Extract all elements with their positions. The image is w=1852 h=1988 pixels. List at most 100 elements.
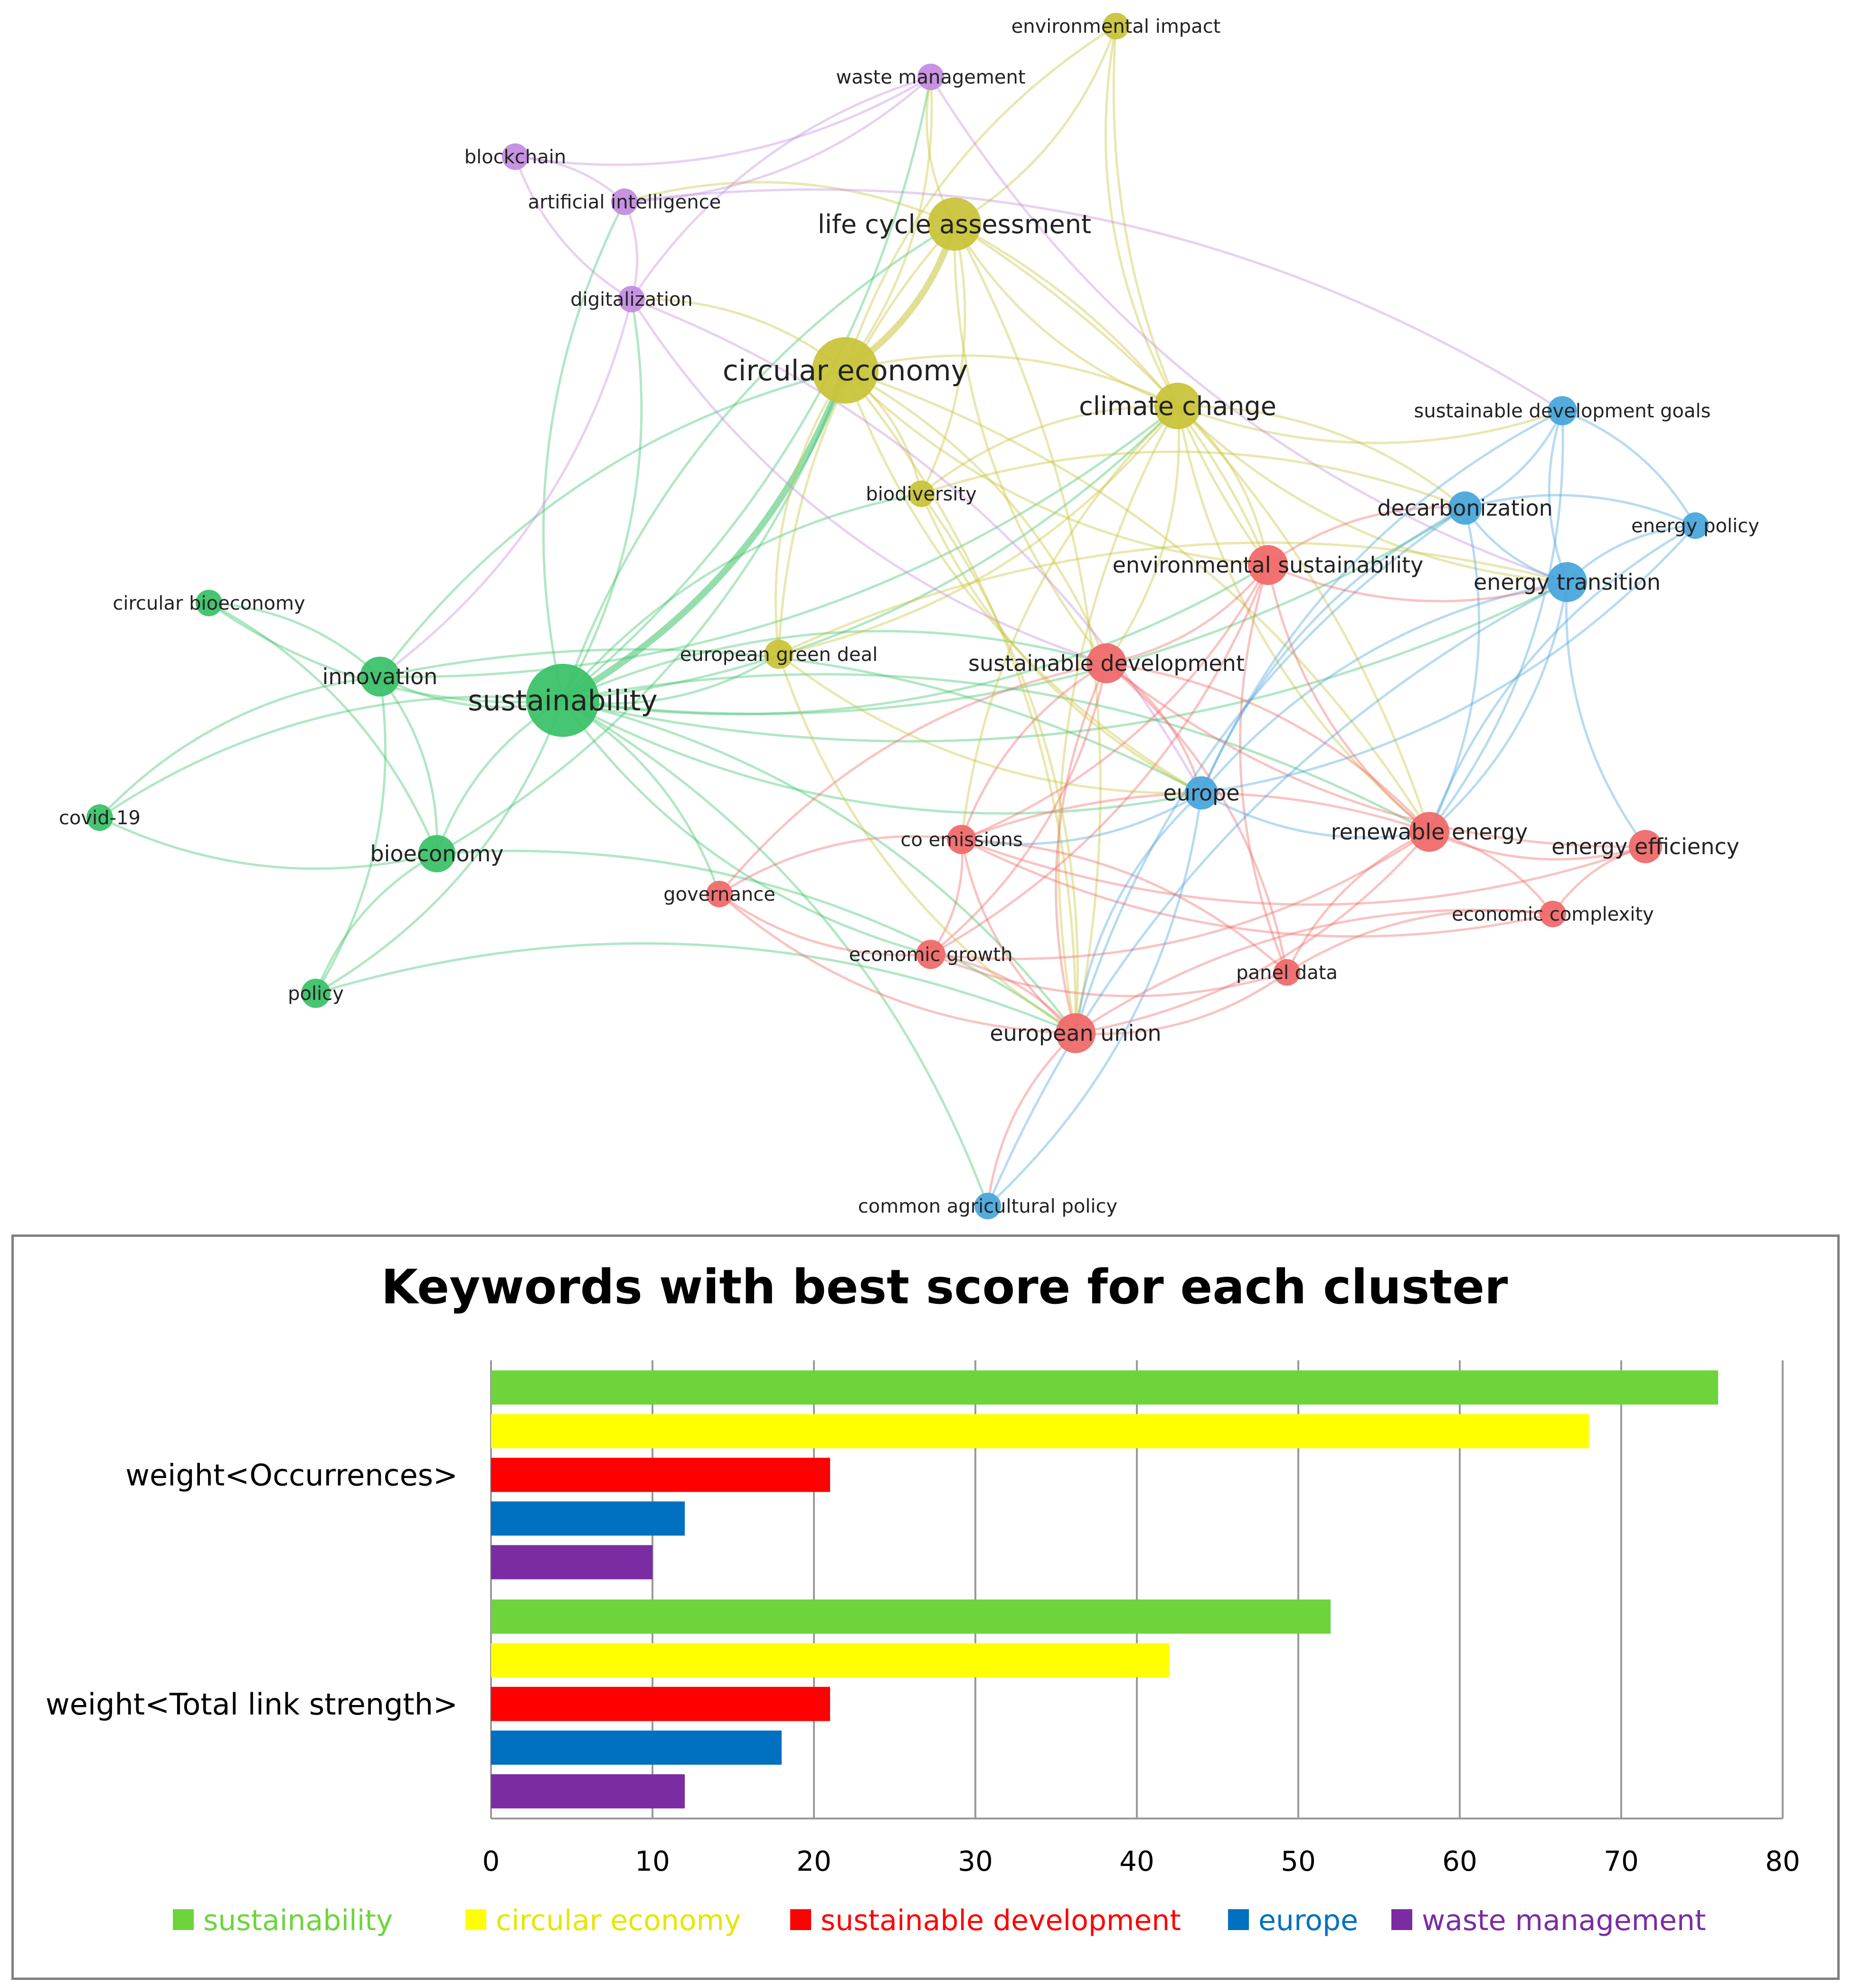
node-life-cycle-assessment[interactable] bbox=[928, 198, 981, 251]
network-link-blockchain-digitalization bbox=[514, 156, 633, 301]
network-link-life-cycle-assessment-environmental-sustainability bbox=[954, 223, 1269, 565]
node-energy-transition[interactable] bbox=[1547, 562, 1587, 602]
node-covid-19[interactable] bbox=[86, 804, 113, 831]
network-link-climate-change-european-union bbox=[1057, 405, 1179, 1034]
node-label-sustainable-development: sustainable development bbox=[968, 650, 1245, 676]
category-label-1: weight<Total link strength> bbox=[46, 1687, 458, 1722]
node-label-sustainability: sustainability bbox=[468, 684, 657, 717]
node-sustainable-development-goals[interactable] bbox=[1548, 396, 1577, 425]
network-link-europe-renewable-energy bbox=[1200, 791, 1430, 839]
network-link-sustainability-policy bbox=[315, 700, 564, 995]
node-label-digitalization: digitalization bbox=[570, 289, 693, 311]
node-european-union[interactable] bbox=[1056, 1013, 1096, 1053]
network-link-sustainable-development-goals-renewable-energy bbox=[1428, 410, 1564, 833]
network-link-circular-economy-environmental-sustainability bbox=[844, 369, 1268, 566]
network-link-artificial-intelligence-digitalization bbox=[623, 201, 639, 300]
network-link-digitalization-innovation bbox=[379, 299, 633, 678]
network-link-sustainable-development-goals-europe bbox=[1200, 409, 1563, 793]
network-link-sustainable-development-goals-energy-policy bbox=[1562, 409, 1697, 527]
network-link-life-cycle-assessment-european-union bbox=[953, 223, 1102, 1034]
network-link-europe-co-emissions bbox=[961, 791, 1202, 846]
x-tick-label-40: 40 bbox=[1119, 1845, 1154, 1877]
node-waste-management[interactable] bbox=[917, 64, 944, 90]
chart-title: Keywords with best score for each cluste… bbox=[381, 1259, 1508, 1315]
network-link-life-cycle-assessment-climate-change bbox=[953, 223, 1178, 407]
node-circular-economy[interactable] bbox=[812, 337, 879, 404]
node-environmental-sustainability[interactable] bbox=[1248, 545, 1288, 585]
node-label-energy-transition: energy transition bbox=[1474, 569, 1661, 595]
node-co-emissions[interactable] bbox=[947, 825, 976, 854]
network-link-sustainable-development-energy-efficiency bbox=[1106, 662, 1646, 848]
node-innovation[interactable] bbox=[360, 657, 400, 697]
network-link-economic-complexity-panel-data bbox=[1286, 909, 1553, 974]
network-link-life-cycle-assessment-sustainable-development bbox=[953, 224, 1107, 664]
node-europe[interactable] bbox=[1185, 776, 1218, 810]
node-sustainability[interactable] bbox=[526, 664, 599, 737]
node-decarbonization[interactable] bbox=[1448, 491, 1482, 525]
node-label-artificial-intelligence: artificial intelligence bbox=[528, 191, 721, 213]
network-link-sustainable-development-governance bbox=[718, 662, 1107, 895]
bar-circular-economy-weight-total-link-strength bbox=[491, 1643, 1169, 1677]
network-link-european-green-deal-energy-transition bbox=[778, 541, 1568, 656]
node-label-european-union: european union bbox=[990, 1020, 1161, 1046]
network-link-economic-growth-european-union bbox=[930, 953, 1077, 1034]
node-digitalization[interactable] bbox=[618, 286, 645, 312]
bar-chart: Keywords with best score for each cluste… bbox=[46, 1259, 1800, 1937]
node-bioeconomy[interactable] bbox=[418, 835, 456, 873]
network-link-decarbonization-europe bbox=[1200, 507, 1466, 793]
network-link-environmental-sustainability-economic-growth bbox=[930, 565, 1269, 956]
node-governance[interactable] bbox=[706, 881, 733, 907]
network-link-biodiversity-decarbonization bbox=[921, 450, 1465, 509]
network-link-renewable-energy-european-union bbox=[1075, 831, 1430, 1035]
network-link-climate-change-sustainable-development-goals bbox=[1177, 405, 1563, 444]
node-renewable-energy[interactable] bbox=[1409, 812, 1449, 852]
network-link-life-cycle-assessment-environmental-impact bbox=[954, 26, 1117, 226]
network-link-environmental-sustainability-panel-data bbox=[1238, 565, 1288, 973]
network-link-innovation-europe bbox=[379, 648, 1202, 794]
network-link-waste-management-blockchain bbox=[515, 75, 932, 166]
bar-sustainable-development-weight-occurrences bbox=[491, 1458, 830, 1492]
node-label-waste-management: waste management bbox=[836, 66, 1025, 88]
x-tick-label-50: 50 bbox=[1281, 1845, 1316, 1877]
network-link-biodiversity-europe bbox=[920, 493, 1202, 794]
node-european-green-deal[interactable] bbox=[764, 640, 794, 669]
node-policy[interactable] bbox=[301, 979, 331, 1008]
node-common-agricultural-policy[interactable] bbox=[974, 1193, 1001, 1219]
network-link-sustainability-climate-change bbox=[562, 405, 1179, 702]
node-energy-efficiency[interactable] bbox=[1629, 830, 1662, 863]
legend-swatch-sustainable-development bbox=[790, 1909, 811, 1930]
node-energy-policy[interactable] bbox=[1682, 512, 1709, 539]
network-link-waste-management-artificial-intelligence bbox=[624, 76, 932, 203]
node-economic-complexity[interactable] bbox=[1540, 901, 1566, 927]
node-blockchain[interactable] bbox=[502, 143, 529, 170]
network-link-circular-economy-european-green-deal bbox=[774, 369, 847, 655]
node-sustainable-development[interactable] bbox=[1087, 643, 1126, 683]
network-link-sustainable-development-goals-decarbonization bbox=[1464, 410, 1564, 509]
network-link-energy-transition-energy-efficiency bbox=[1565, 582, 1647, 848]
node-label-environmental-impact: environmental impact bbox=[1011, 16, 1221, 38]
node-circular-bioeconomy[interactable] bbox=[196, 590, 222, 616]
node-climate-change[interactable] bbox=[1154, 383, 1201, 429]
node-economic-growth[interactable] bbox=[916, 940, 945, 969]
node-environmental-impact[interactable] bbox=[1103, 13, 1129, 39]
network-link-sustainable-development-economic-growth bbox=[930, 663, 1108, 955]
node-biodiversity[interactable] bbox=[908, 481, 935, 507]
node-label-environmental-sustainability: environmental sustainability bbox=[1113, 552, 1424, 578]
network-link-economic-growth-panel-data bbox=[930, 953, 1287, 998]
network-link-circular-economy-environmental-impact bbox=[844, 25, 1117, 371]
network-link-innovation-policy bbox=[314, 676, 387, 994]
bar-sustainable-development-weight-total-link-strength bbox=[491, 1687, 830, 1721]
network-link-energy-policy-renewable-energy bbox=[1428, 524, 1696, 832]
category-labels: weight<Occurrences>weight<Total link str… bbox=[46, 1458, 458, 1722]
network-link-biodiversity-european-union bbox=[920, 493, 1079, 1034]
network-link-life-cycle-assessment-european-green-deal bbox=[777, 223, 955, 655]
node-panel-data[interactable] bbox=[1274, 959, 1300, 986]
node-artificial-intelligence[interactable] bbox=[611, 188, 638, 215]
node-label-circular-bioeconomy: circular bioeconomy bbox=[113, 593, 305, 614]
network-link-innovation-circular-economy bbox=[378, 369, 846, 678]
network-link-renewable-energy-economic-complexity bbox=[1429, 830, 1554, 915]
network-link-circular-economy-sustainable-development bbox=[844, 369, 1108, 664]
